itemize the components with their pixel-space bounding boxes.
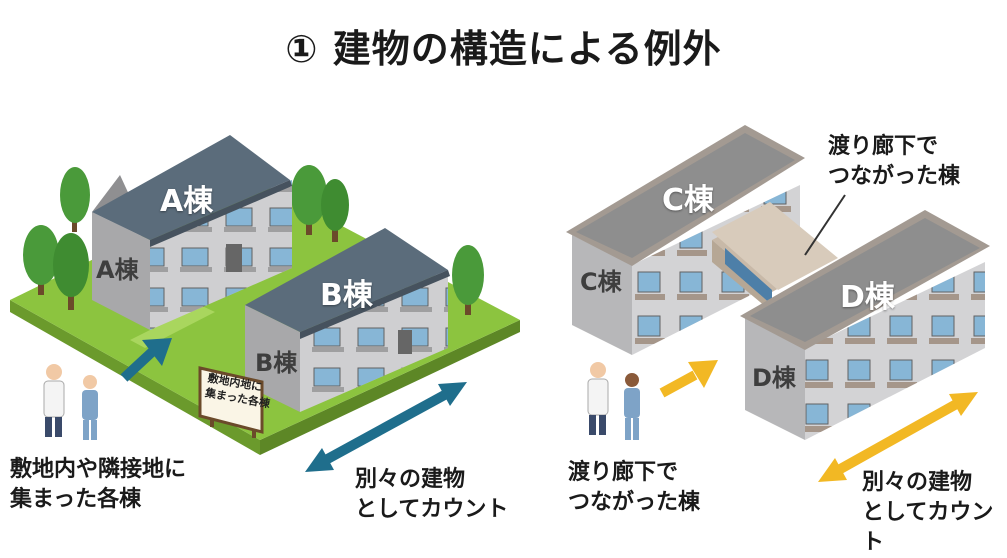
roof-b: [245, 228, 448, 332]
people-icon: [43, 364, 98, 440]
callout-line: [804, 194, 846, 256]
building-b: [245, 228, 450, 412]
right-caption: 渡り廊下で つながった棟: [568, 460, 701, 515]
building-a: [92, 135, 292, 330]
building-b-wall-label: B棟: [255, 349, 298, 377]
building-c-label: C棟: [662, 183, 715, 218]
people-icon: [587, 362, 640, 440]
page-title: ① 建物の構造による例外: [285, 27, 722, 71]
arrow-teal-small-icon: [120, 338, 172, 382]
double-arrow-yellow-icon: [818, 392, 978, 482]
building-c-wall-label: C棟: [580, 268, 622, 296]
left-caption: 敷地内や隣接地に 集まった各棟: [10, 457, 187, 512]
ground-side: [10, 300, 260, 455]
left-scene: [10, 135, 520, 472]
double-arrow-teal-icon: [305, 382, 467, 472]
building-d: [740, 210, 990, 440]
illustration: [10, 125, 990, 482]
building-d-wall-label: D棟: [752, 364, 796, 392]
building-a-wall-label: A棟: [96, 256, 139, 284]
arrow-yellow-small-icon: [659, 360, 718, 398]
right-scene: [566, 125, 990, 482]
tree-icon: [23, 165, 484, 315]
corridor-callout: 渡り廊下で つながった棟: [828, 134, 961, 189]
corridor: [712, 202, 838, 312]
right-arrow-label: 別々の建物 としてカウント: [862, 470, 994, 555]
building-a-label: A棟: [160, 184, 214, 219]
building-b-label: B棟: [320, 278, 373, 313]
site-sign: [198, 366, 264, 438]
left-arrow-label: 別々の建物 としてカウント: [355, 467, 509, 522]
building-d-label: D棟: [840, 280, 895, 315]
roof-a: [92, 135, 290, 240]
